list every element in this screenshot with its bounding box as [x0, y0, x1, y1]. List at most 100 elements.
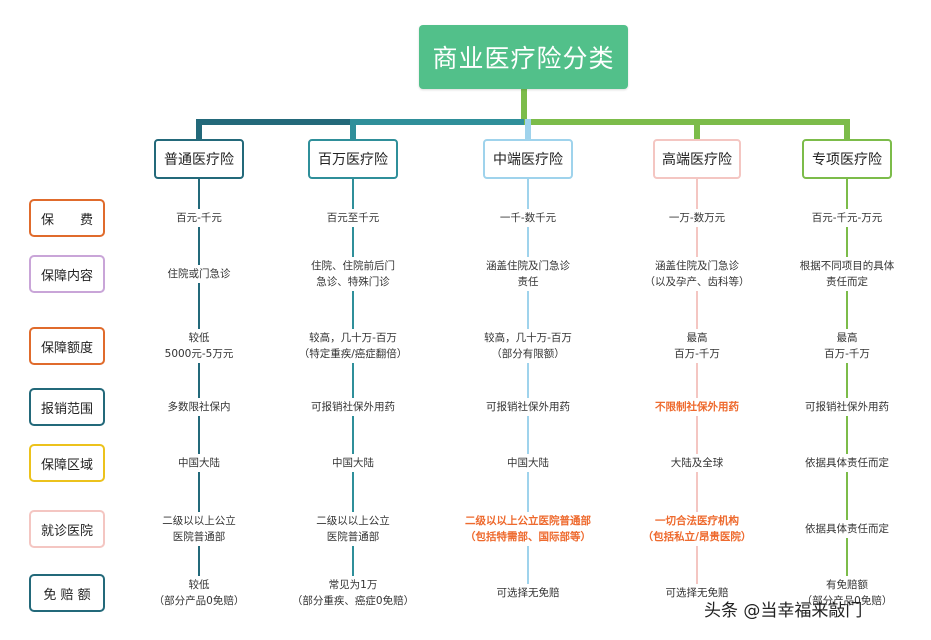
cell-r5-c0: 二级以以上公立医院普通部 [119, 512, 279, 546]
cell-line: 医院普通部 [326, 531, 380, 543]
cell-r0-c3: 一万-数万元 [617, 209, 777, 227]
row-label-6: 免 赔 额 [29, 574, 105, 612]
cell-line: （以及孕产、齿科等） [644, 276, 750, 288]
cell-line: 依据具体责任而定 [805, 523, 889, 535]
cell-line: 可选择无免赔 [665, 587, 729, 599]
cell-line: 可选择无免赔 [496, 587, 560, 599]
cell-r1-c2: 涵盖住院及门急诊责任 [448, 257, 608, 291]
cell-line: 百万-千万 [824, 348, 870, 360]
cell-line: 住院或门急诊 [167, 268, 231, 280]
cell-line: 住院、住院前后门 [311, 260, 395, 272]
cell-line: 中国大陆 [332, 457, 374, 469]
cell-r2-c1: 较高，几十万-百万 （特定重疾/癌症翻倍） [273, 329, 433, 363]
cell-r3-c2: 可报销社保外用药 [448, 398, 608, 416]
cell-line: 二级以以上公立 [162, 515, 236, 527]
cell-line: 二级以以上公立 [316, 515, 390, 527]
cell-r4-c1: 中国大陆 [273, 454, 433, 472]
cell-line: （部分重疾、癌症0免赔） [291, 595, 415, 607]
cell-line: 最高 [686, 332, 708, 344]
cell-r2-c3: 最高百万-千万 [617, 329, 777, 363]
cell-line: 一万-数万元 [668, 212, 726, 224]
row-label-2: 保障额度 [29, 327, 105, 365]
cell-line: 百元至千元 [326, 212, 380, 224]
cell-r3-c1: 可报销社保外用药 [273, 398, 433, 416]
cell-line: 常见为1万 [328, 579, 378, 591]
diagram-title: 商业医疗险分类 [419, 25, 628, 89]
cell-r6-c4: 有免赔额 （部分产品0免赔） [767, 576, 927, 610]
cell-r5-c4: 依据具体责任而定 [767, 520, 927, 538]
row-label-5: 就诊医院 [29, 510, 105, 548]
cell-line: 根据不同项目的具体 [799, 260, 895, 272]
cell-r6-c2: 可选择无免赔 [448, 584, 608, 602]
cell-line: （部分有限额） [491, 348, 565, 360]
column-header-1: 百万医疗险 [308, 139, 398, 179]
cell-r5-c1: 二级以以上公立医院普通部 [273, 512, 433, 546]
cell-line: （部分产品0免赔） [801, 595, 893, 607]
cell-r1-c3: 涵盖住院及门急诊 （以及孕产、齿科等） [617, 257, 777, 291]
cell-line: 涵盖住院及门急诊 [486, 260, 570, 272]
column-header-2: 中端医疗险 [483, 139, 573, 179]
row-label-0: 保 费 [29, 199, 105, 237]
cell-r3-c3: 不限制社保外用药 [617, 398, 777, 416]
cell-r6-c3: 可选择无免赔 [617, 584, 777, 602]
cell-r4-c3: 大陆及全球 [617, 454, 777, 472]
cell-line: 一千-数千元 [499, 212, 557, 224]
cell-r1-c1: 住院、住院前后门急诊、特殊门诊 [273, 257, 433, 291]
cell-line: 责任 [517, 276, 539, 288]
cell-line: 可报销社保外用药 [805, 401, 889, 413]
cell-r0-c1: 百元至千元 [273, 209, 433, 227]
cell-line: 5000元-5万元 [164, 348, 234, 360]
cell-line: （特定重疾/癌症翻倍） [298, 348, 408, 360]
cell-line: 一切合法医疗机构 [655, 515, 739, 527]
cell-line: 较低 [188, 579, 210, 591]
cell-line: 百元-千元-万元 [811, 212, 883, 224]
row-label-3: 报销范围 [29, 388, 105, 426]
cell-line: 责任而定 [826, 276, 868, 288]
column-header-0: 普通医疗险 [154, 139, 244, 179]
cell-line: 急诊、特殊门诊 [316, 276, 390, 288]
cell-r1-c0: 住院或门急诊 [119, 265, 279, 283]
column-header-3: 高端医疗险 [653, 139, 741, 179]
cell-line: 可报销社保外用药 [311, 401, 395, 413]
cell-r3-c4: 可报销社保外用药 [767, 398, 927, 416]
cell-line: 二级以以上公立医院普通部 [465, 515, 591, 527]
cell-r2-c4: 最高百万-千万 [767, 329, 927, 363]
cell-line: 较低 [188, 332, 210, 344]
cell-line: （包括特需部、国际部等） [465, 531, 591, 543]
column-header-4: 专项医疗险 [802, 139, 892, 179]
row-label-1: 保障内容 [29, 255, 105, 293]
cell-r0-c2: 一千-数千元 [448, 209, 608, 227]
cell-r2-c2: 较高，几十万-百万 （部分有限额） [448, 329, 608, 363]
cell-line: 有免赔额 [826, 579, 868, 591]
cell-line: （部分产品0免赔） [153, 595, 245, 607]
cell-line: 大陆及全球 [670, 457, 724, 469]
cell-line: 中国大陆 [178, 457, 220, 469]
cell-line: 不限制社保外用药 [655, 401, 739, 413]
cell-r0-c0: 百元-千元 [119, 209, 279, 227]
cell-r2-c0: 较低 5000元-5万元 [119, 329, 279, 363]
cell-line: 可报销社保外用药 [486, 401, 570, 413]
cell-r3-c0: 多数限社保内 [119, 398, 279, 416]
cell-line: 依据具体责任而定 [805, 457, 889, 469]
cell-line: 医院普通部 [172, 531, 226, 543]
cell-line: 百元-千元 [176, 212, 222, 224]
cell-r6-c0: 较低 （部分产品0免赔） [119, 576, 279, 610]
cell-line: 涵盖住院及门急诊 [655, 260, 739, 272]
cell-line: 较高，几十万-百万 [309, 332, 397, 344]
cell-line: 多数限社保内 [167, 401, 231, 413]
cell-line: 中国大陆 [507, 457, 549, 469]
cell-line: 最高 [836, 332, 858, 344]
cell-r4-c4: 依据具体责任而定 [767, 454, 927, 472]
cell-r4-c2: 中国大陆 [448, 454, 608, 472]
cell-r5-c2: 二级以以上公立医院普通部 （包括特需部、国际部等） [448, 512, 608, 546]
cell-line: （包括私立/昂贵医院） [642, 531, 752, 543]
cell-r5-c3: 一切合法医疗机构 （包括私立/昂贵医院） [617, 512, 777, 546]
watermark: 头条 @当幸福来敲门 [704, 601, 863, 621]
cell-r0-c4: 百元-千元-万元 [767, 209, 927, 227]
cell-line: 较高，几十万-百万 [484, 332, 572, 344]
cell-r6-c1: 常见为1万 （部分重疾、癌症0免赔） [273, 576, 433, 610]
cell-r1-c4: 根据不同项目的具体责任而定 [767, 257, 927, 291]
cell-line: 百万-千万 [674, 348, 720, 360]
cell-r4-c0: 中国大陆 [119, 454, 279, 472]
row-label-4: 保障区域 [29, 444, 105, 482]
